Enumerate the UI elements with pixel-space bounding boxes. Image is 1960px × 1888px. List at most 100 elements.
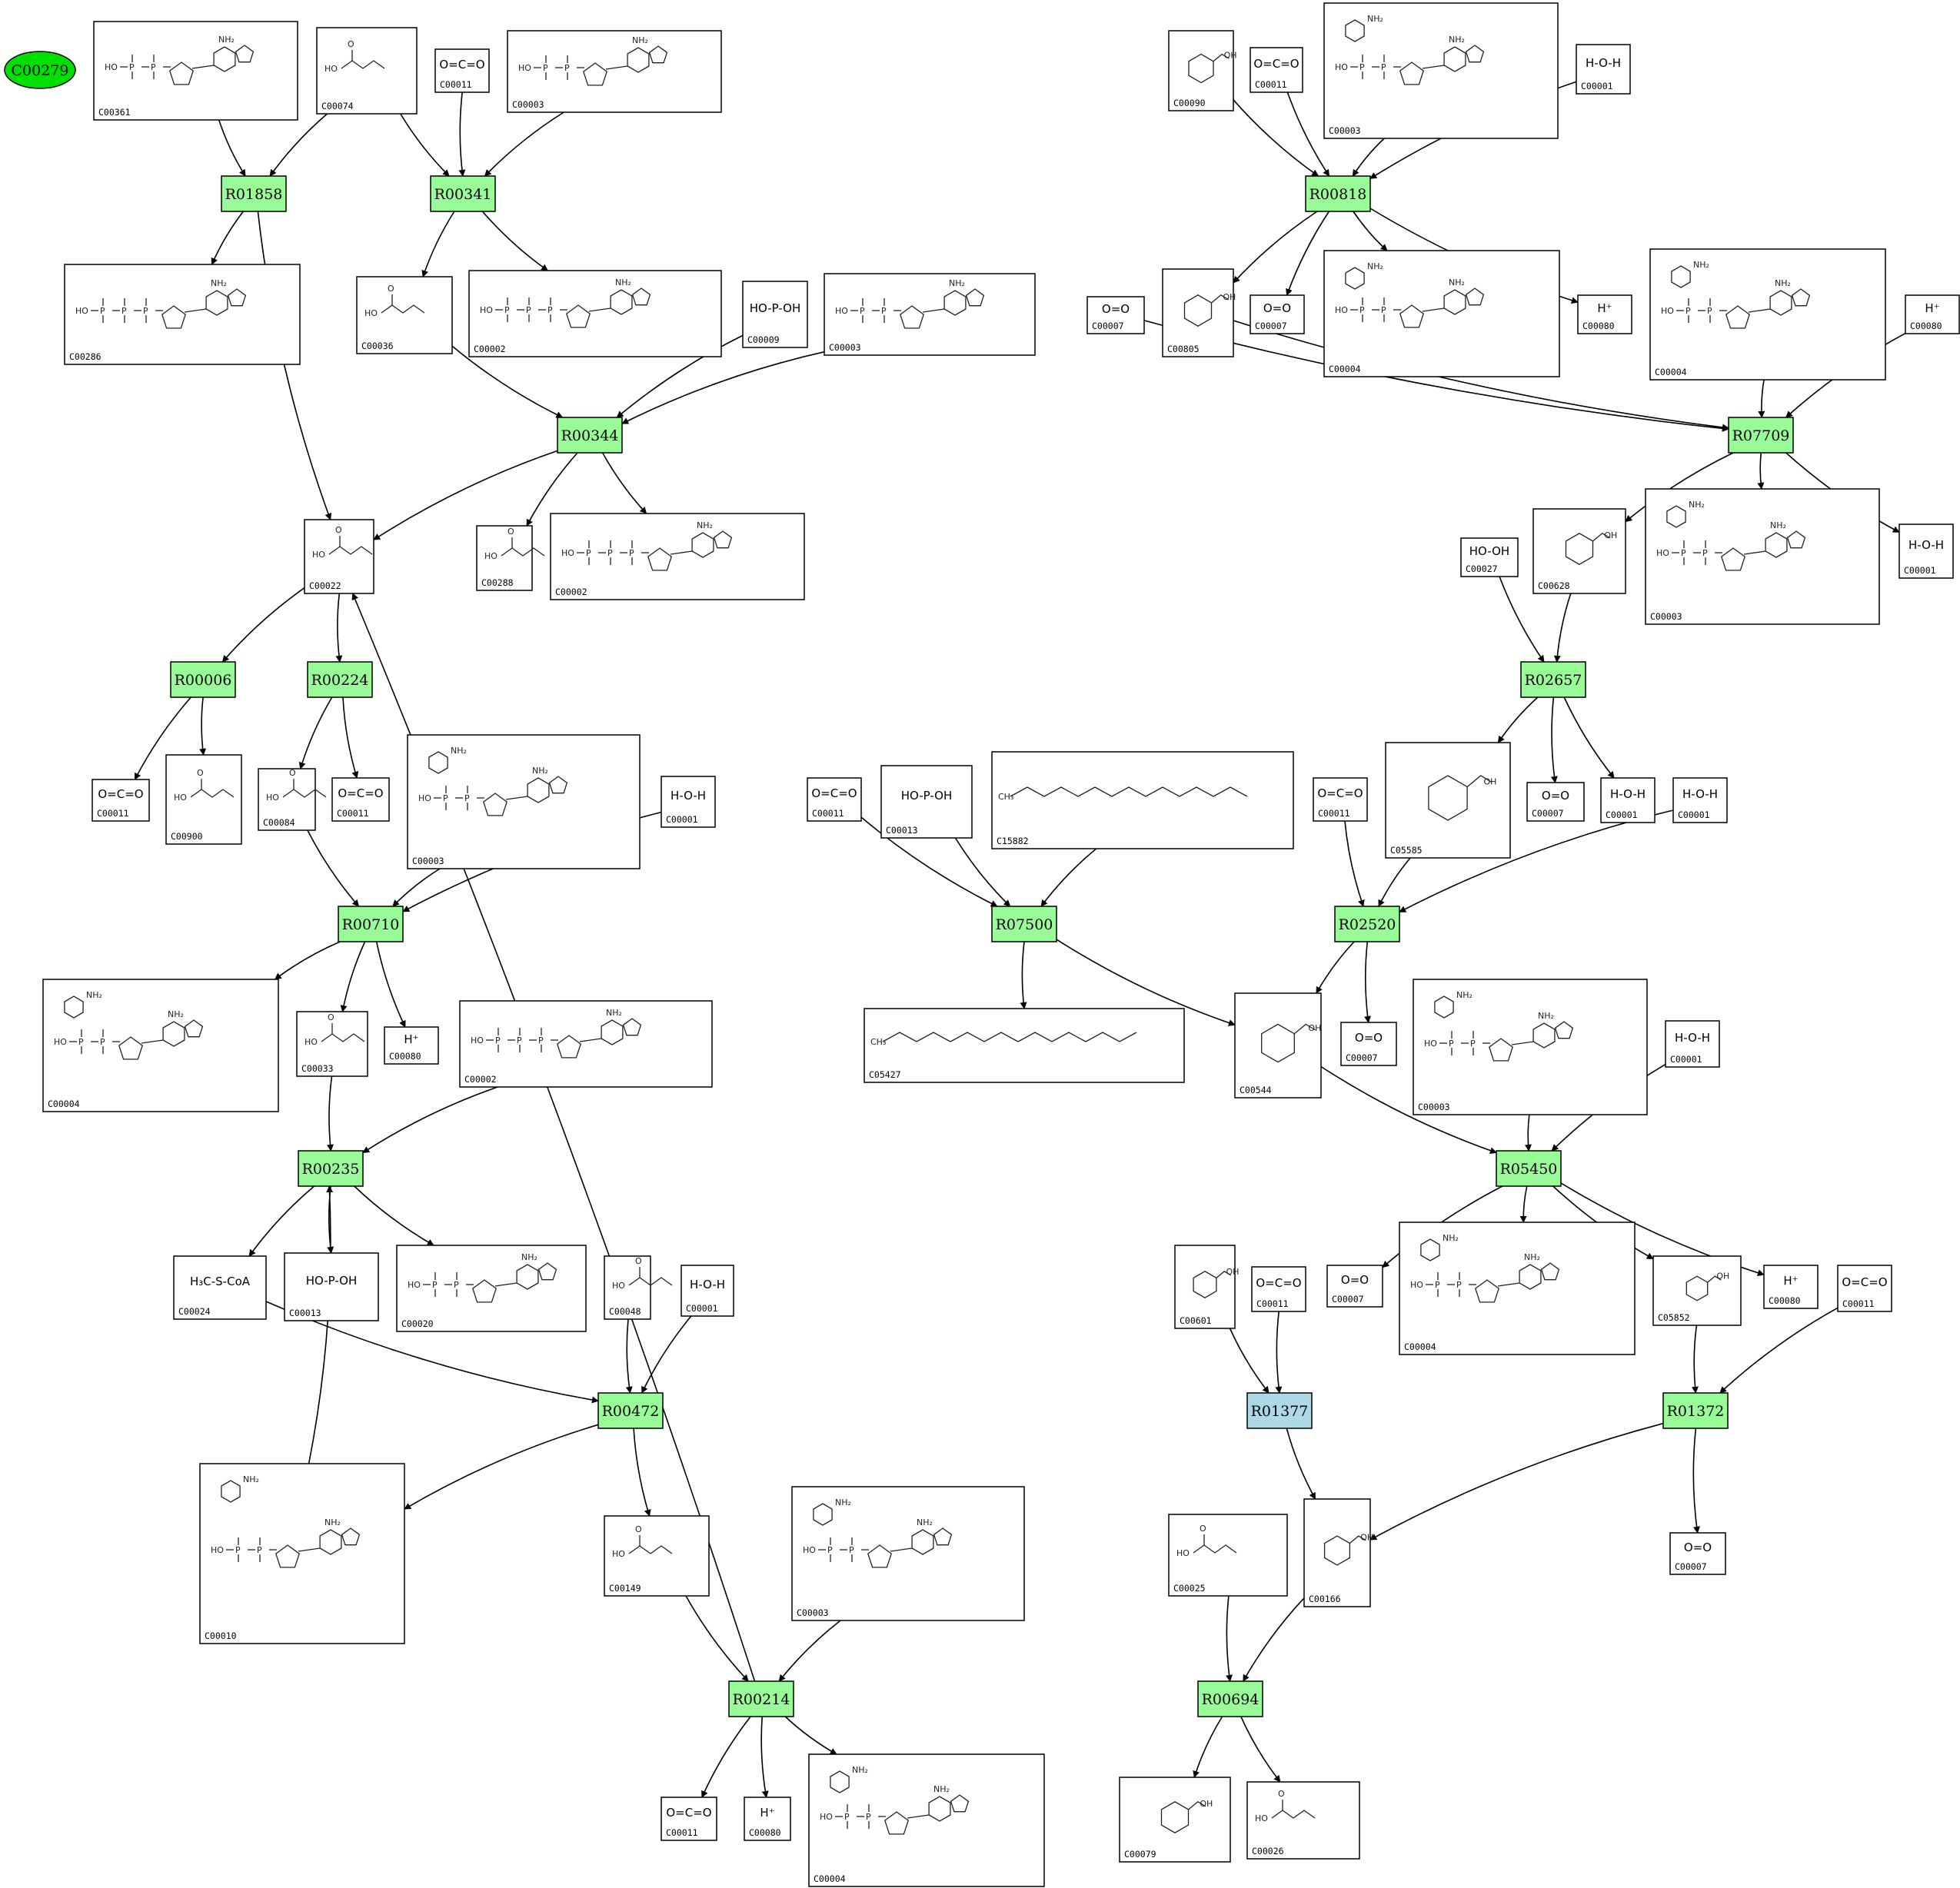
reaction-node-r02657[interactable]: R02657 (1520, 661, 1586, 698)
compound-node-c00080-d[interactable]: H⁺C00080 (1905, 294, 1960, 334)
structure-stroke (628, 1545, 673, 1554)
compound-id-label: C00007 (1092, 321, 1124, 331)
compound-box (356, 276, 453, 354)
compound-node-c00080-b[interactable]: H⁺C00080 (744, 1797, 791, 1841)
reaction-node-r01858[interactable]: R01858 (221, 175, 287, 212)
reaction-node-r00818[interactable]: R00818 (1305, 175, 1371, 212)
reaction-node-r01372[interactable]: R01372 (1662, 1392, 1729, 1429)
reaction-node-r07709[interactable]: R07709 (1728, 417, 1794, 454)
reaction-node-r00694[interactable]: R00694 (1197, 1680, 1263, 1717)
compound-id-label: C00286 (69, 351, 101, 362)
reaction-node-r00235[interactable]: R00235 (298, 1150, 364, 1187)
reaction-node-r00710[interactable]: R00710 (338, 906, 404, 942)
reaction-node-r05450[interactable]: R05450 (1496, 1150, 1562, 1187)
compound-id-label: C00026 (1252, 1846, 1284, 1856)
reaction-node-r07500[interactable]: R07500 (991, 906, 1057, 942)
reaction-node-r00472[interactable]: R00472 (597, 1392, 664, 1429)
reaction-node-r00224[interactable]: R00224 (307, 661, 373, 698)
reaction-node-r01377[interactable]: R01377 (1246, 1392, 1313, 1429)
reaction-node-r00006[interactable]: R00006 (170, 661, 236, 698)
structure-stroke (1475, 1279, 1499, 1303)
compound-node-c00080-e[interactable]: H⁺C00080 (1763, 1265, 1819, 1309)
compound-node-c00080-c[interactable]: H⁺C00080 (1577, 294, 1632, 334)
compound-box (661, 776, 716, 828)
reaction-node-r00341[interactable]: R00341 (430, 175, 496, 212)
reaction-box (1520, 661, 1586, 698)
compound-node-c00080-a[interactable]: H⁺C00080 (384, 1026, 439, 1065)
start-node[interactable]: C00279 (4, 51, 76, 89)
reaction-node-r00344[interactable]: R00344 (557, 417, 623, 454)
reaction-node-r02520[interactable]: R02520 (1334, 906, 1400, 942)
reaction-node-r00214[interactable]: R00214 (728, 1680, 794, 1717)
